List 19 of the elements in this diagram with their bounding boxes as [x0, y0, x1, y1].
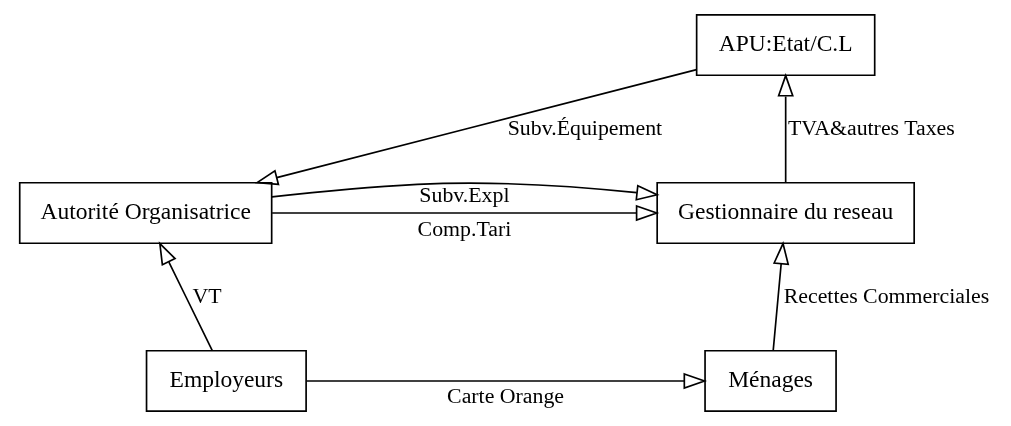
arrow: [270, 204, 659, 222]
node-box: Ménages: [703, 349, 837, 413]
arrow: [254, 68, 697, 186]
arrow: [270, 182, 660, 201]
edge-label: VT: [191, 283, 222, 308]
arrow: [305, 372, 707, 390]
edge-label: Subv.Équipement: [507, 115, 662, 140]
edge-label: Carte Orange: [446, 384, 564, 409]
node-box: APU:Etat/C.L: [695, 13, 876, 77]
node-box: Autorité Organisatrice: [18, 181, 272, 245]
arrow: [776, 73, 794, 184]
edge-label: Subv.Expl: [418, 182, 509, 207]
node-box: Employeurs: [145, 349, 307, 413]
edge-label: TVA&autres Taxes: [787, 115, 955, 140]
arrow: [158, 241, 213, 352]
arrow: [771, 241, 789, 352]
edge-label: Recettes Commerciales: [783, 283, 989, 308]
node-box: Gestionnaire du reseau: [655, 181, 915, 245]
edge-label: Comp.Tari: [417, 216, 511, 241]
